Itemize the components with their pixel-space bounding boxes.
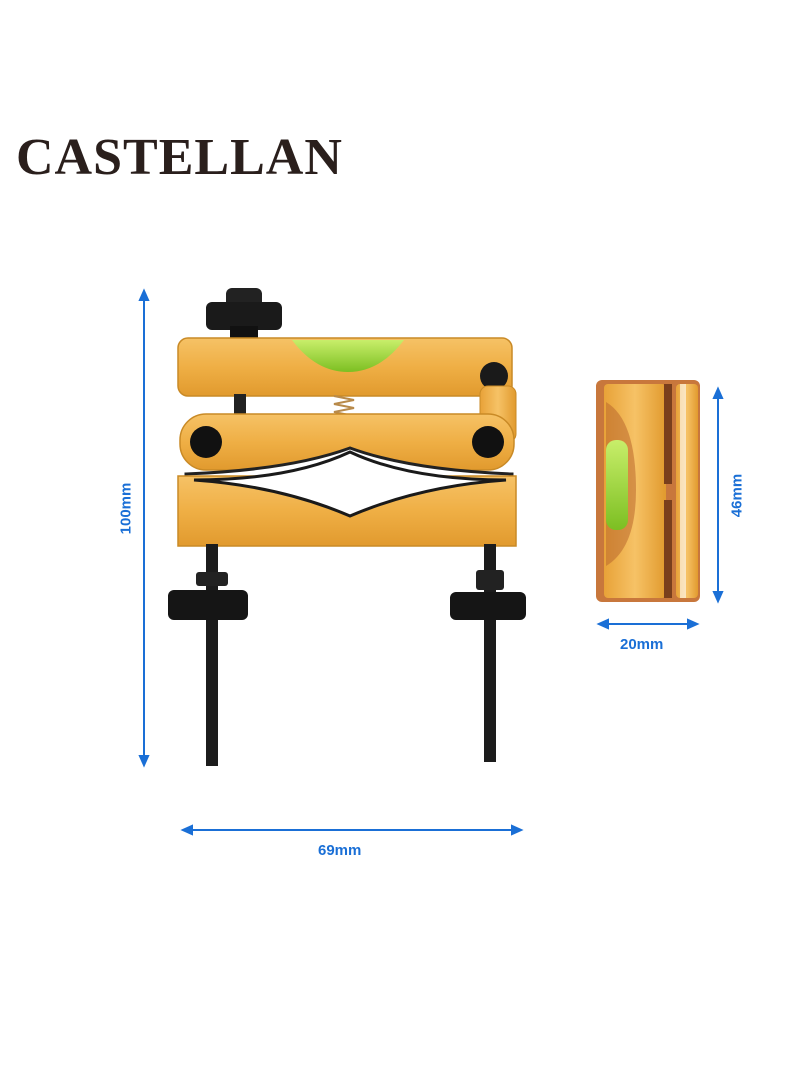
side-height-dimension-label: 46mm <box>728 473 746 518</box>
bubble-vial-icon <box>292 340 404 372</box>
main-tool <box>168 288 526 766</box>
top-knob-icon <box>206 288 282 340</box>
height-dimension-label: 100mm <box>117 482 135 535</box>
brand-logo: CASTELLAN <box>16 129 343 186</box>
left-pivot-icon <box>190 426 222 458</box>
side-bubble-vial-icon <box>606 440 628 530</box>
side-width-dimension-label: 20mm <box>620 636 664 653</box>
right-pivot-icon <box>472 426 504 458</box>
hinge-screw-icon <box>480 362 508 390</box>
left-clamp-screw-icon <box>168 544 248 766</box>
spring-icon <box>333 395 355 417</box>
width-dimension-label: 69mm <box>318 842 362 859</box>
right-clamp-screw-icon <box>450 544 526 762</box>
side-view-part <box>596 380 700 602</box>
dimension-lines <box>138 288 724 836</box>
